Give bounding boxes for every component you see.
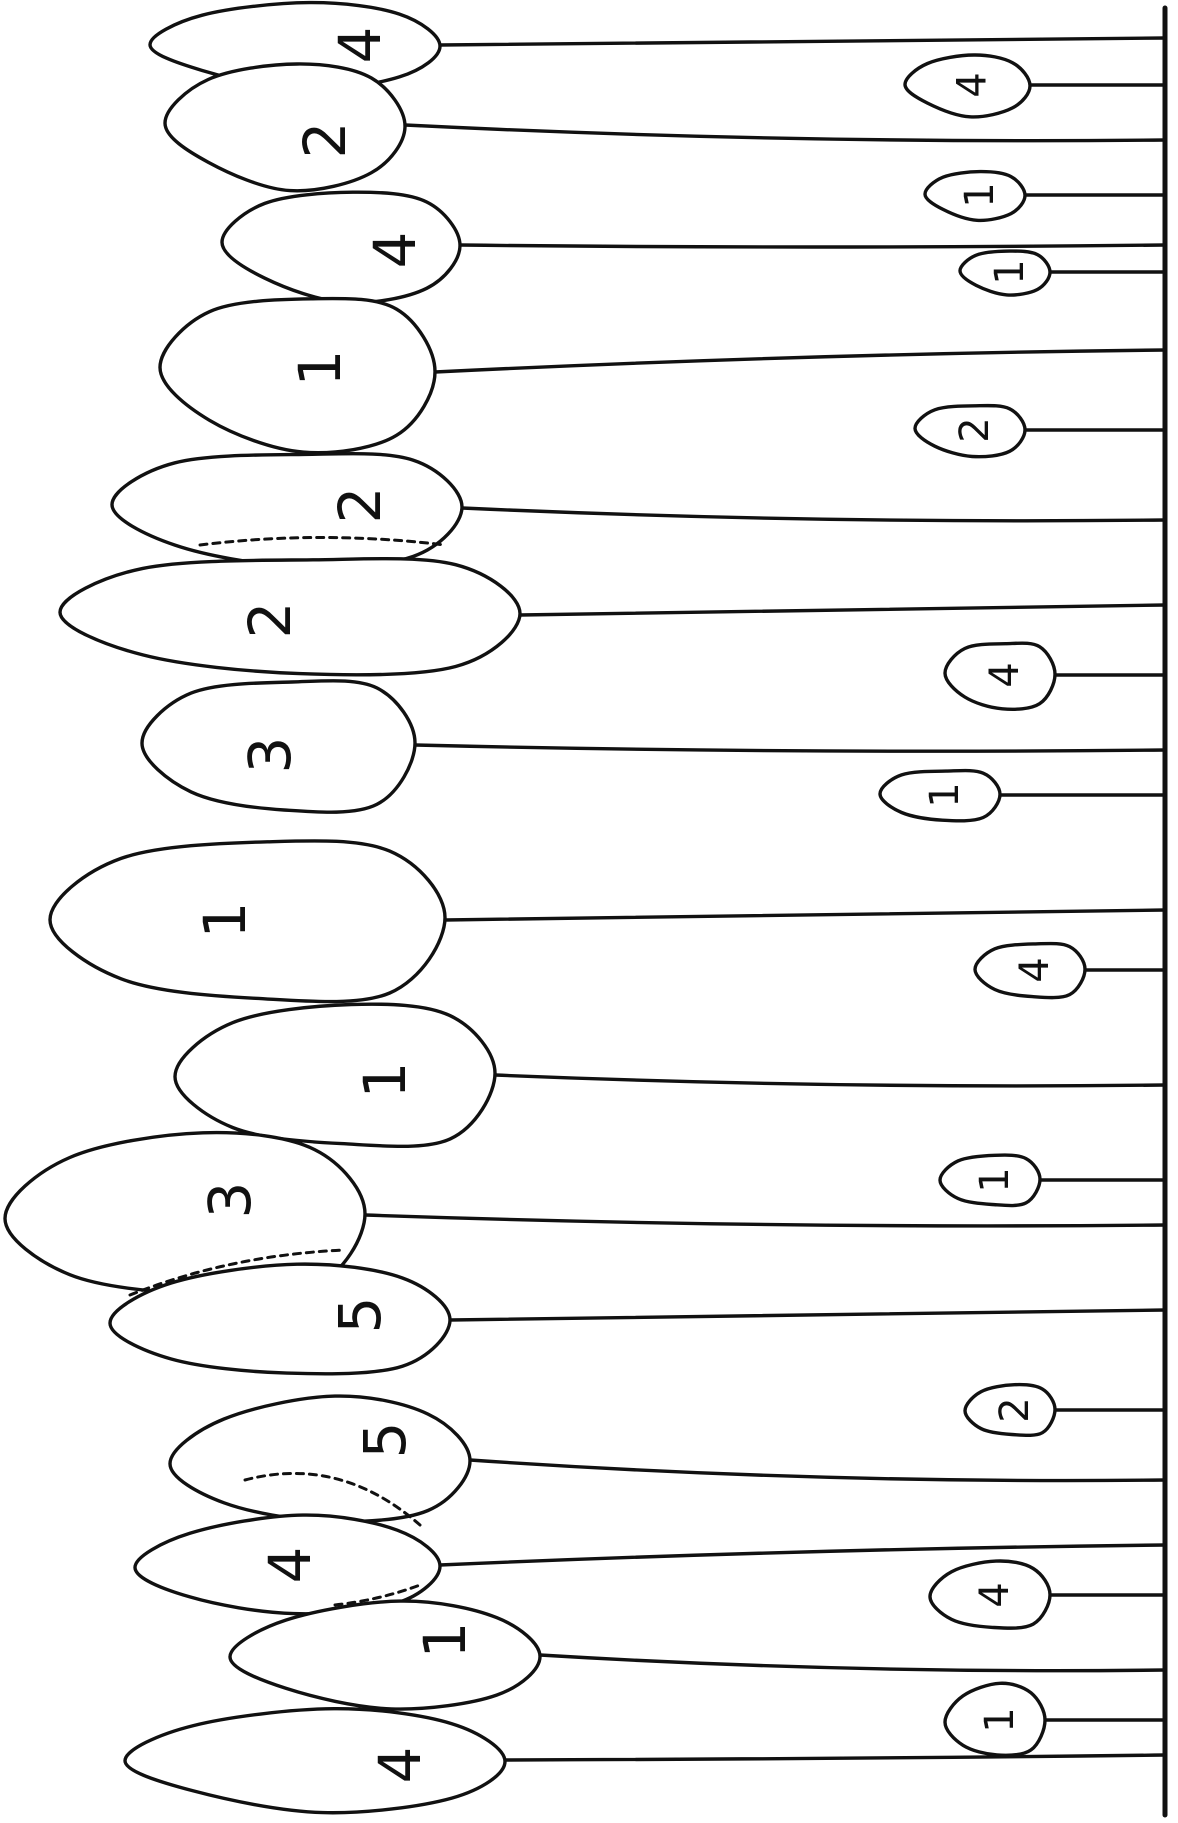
large-leaf-stem [440, 38, 1165, 45]
large-leaf-label: 3 [196, 1182, 264, 1219]
large-leaf-stem [450, 1310, 1165, 1320]
large-leaf-outline [170, 1396, 470, 1522]
small-leaf-label: 1 [972, 1167, 1018, 1192]
small-leaf-label: 4 [972, 1582, 1018, 1607]
small-leaf-label: 4 [1012, 957, 1058, 982]
small-leaf-label: 4 [950, 72, 996, 97]
large-leaf-outline [175, 1004, 495, 1146]
large-leaf-label: 4 [366, 1747, 434, 1784]
small-leaf-label: 2 [992, 1397, 1038, 1422]
large-leaf-outline [112, 454, 462, 567]
large-leaf-label: 1 [191, 902, 259, 939]
small-leaf-label: 2 [952, 417, 998, 442]
large-leaf-stem [405, 125, 1165, 141]
large-leaf-label: 5 [326, 1297, 394, 1334]
large-leaves: 4 2 4 1 2 2 3 1 1 3 5 5 4 1 4 [5, 3, 540, 1813]
large-leaf-label: 5 [351, 1422, 419, 1459]
large-leaf-stem [460, 245, 1165, 247]
large-leaf-outline [230, 1601, 540, 1709]
large-leaf-outline [165, 64, 405, 191]
large-leaf-stem [462, 508, 1165, 521]
large-leaf-label: 2 [326, 487, 394, 524]
small-leaf-label: 1 [987, 259, 1033, 284]
large-leaf-label: 2 [291, 122, 359, 159]
large-leaf-stem [415, 745, 1165, 751]
large-leaf-stem [440, 1545, 1165, 1565]
large-leaf-label: 1 [286, 350, 354, 387]
large-leaf-label: 2 [236, 602, 304, 639]
small-leaf-label: 4 [982, 662, 1028, 687]
large-leaf-label: 4 [326, 27, 394, 64]
small-leaves: 4 1 1 2 4 1 4 1 2 4 1 [880, 55, 1085, 1755]
small-leaf-label: 1 [957, 182, 1003, 207]
large-leaf-stem [520, 605, 1165, 615]
large-leaf-label: 4 [256, 1547, 324, 1584]
large-leaf-label: 3 [236, 737, 304, 774]
large-leaf-stem [435, 350, 1165, 372]
large-leaf-label: 4 [361, 232, 429, 269]
large-leaf-label: 1 [351, 1062, 419, 1099]
large-leaf-label: 1 [411, 1622, 479, 1659]
large-leaf-stem [470, 1460, 1165, 1481]
large-leaf-outline [125, 1709, 505, 1813]
small-leaf-label: 1 [922, 782, 968, 807]
large-leaf-stem [540, 1655, 1165, 1671]
large-leaf-stem [445, 910, 1165, 920]
large-leaf-stem [365, 1215, 1165, 1226]
stems [365, 38, 1165, 1760]
large-leaf-stem [505, 1755, 1165, 1760]
large-leaf-stem [495, 1075, 1165, 1086]
small-leaf-label: 1 [977, 1707, 1023, 1732]
